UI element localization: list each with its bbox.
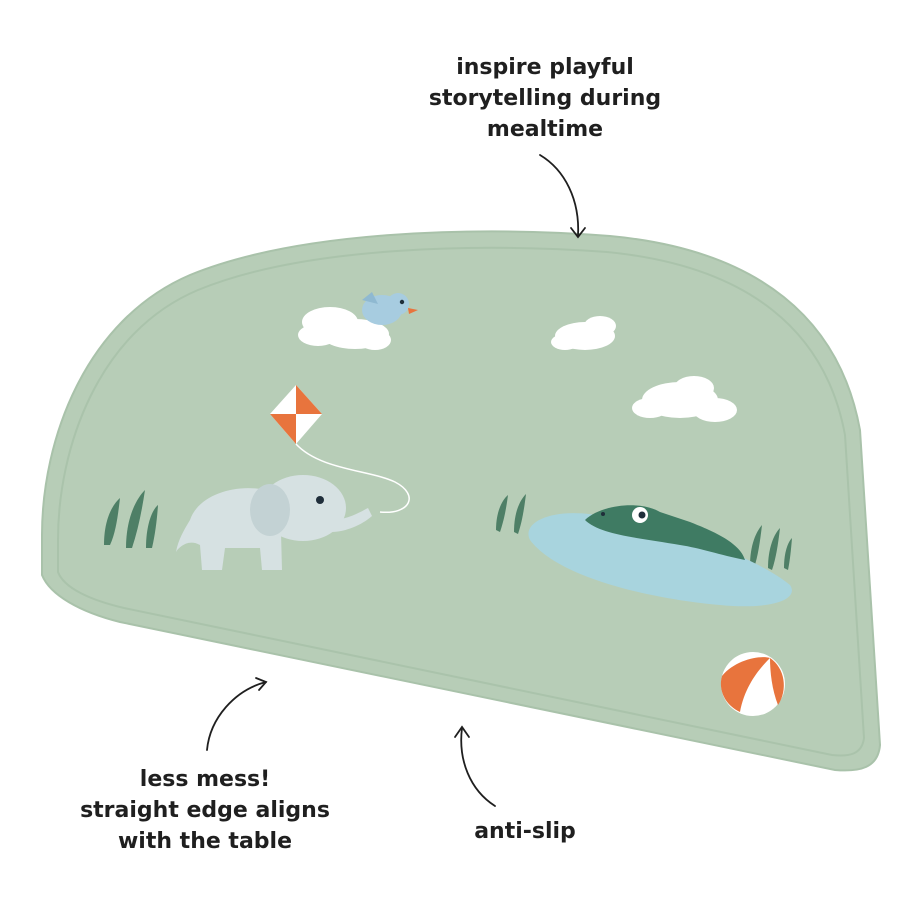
elephant-icon (176, 475, 372, 570)
cloud-icon (632, 376, 737, 422)
callout-line: inspire playful (456, 55, 634, 80)
arrow-icon (206, 677, 268, 751)
callout-line: straight edge aligns (80, 798, 330, 823)
placemat (41, 230, 882, 772)
callout-line: mealtime (486, 117, 604, 142)
callout-line: anti-slip (474, 819, 576, 844)
bird-icon (362, 292, 418, 325)
cloud-icon (551, 316, 616, 350)
callout-anti-slip: anti-slip (430, 816, 620, 847)
arrow-icon (454, 725, 496, 807)
grass-icon (496, 494, 526, 534)
callout-less-mess: less mess! straight edge aligns with the… (60, 764, 350, 857)
kite-icon (270, 385, 410, 513)
arrow-icon (539, 154, 586, 239)
crocodile-icon (528, 505, 792, 607)
callout-storytelling: inspire playful storytelling during meal… (380, 52, 710, 145)
beach-ball-icon (720, 652, 785, 716)
grass-icon (104, 490, 158, 548)
callout-line: storytelling during (428, 86, 662, 111)
cloud-icon (298, 307, 391, 350)
grass-icon (750, 525, 792, 570)
callout-line: less mess! (139, 767, 271, 792)
callout-line: with the table (117, 829, 293, 854)
